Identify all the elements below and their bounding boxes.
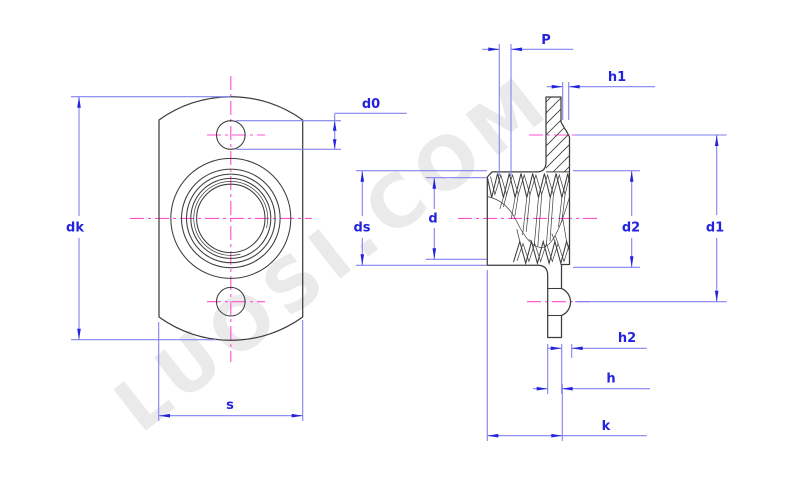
break-line — [487, 196, 570, 248]
thread-flank-lines-bottom — [516, 218, 567, 244]
label-d0: d0 — [362, 97, 380, 112]
label-P: P — [541, 33, 551, 48]
dimension-h: h — [533, 344, 650, 394]
label-dk: dk — [66, 221, 84, 236]
dimension-h2: h2 — [547, 331, 647, 358]
flange-outline — [158, 96, 304, 341]
dimension-k: k — [486, 270, 647, 441]
pilot-hole-bottom — [215, 286, 246, 317]
dimension-d: d — [425, 177, 487, 260]
dimension-h1: h1 — [546, 70, 655, 120]
section-view — [458, 96, 597, 339]
label-s: s — [226, 398, 234, 413]
dimension-d2: d2 — [573, 170, 645, 268]
dimension-dk: dk — [64, 96, 231, 341]
dimension-ds: ds — [350, 170, 487, 266]
front-view — [130, 76, 312, 362]
counterbore-circle — [190, 177, 272, 259]
thread-teeth-bottom-inner — [516, 242, 570, 263]
label-d1: d1 — [706, 221, 724, 236]
label-h1: h1 — [608, 70, 626, 85]
thread-teeth-bottom — [512, 239, 571, 266]
dimension-d0: d0 — [236, 97, 407, 150]
dimension-d1: d1 — [575, 134, 729, 303]
label-d2: d2 — [622, 221, 640, 236]
dimension-s: s — [158, 320, 304, 421]
watermark-text: LUOSI.COM — [99, 58, 566, 448]
thread-minor-circle — [196, 183, 266, 254]
dimension-P: P — [482, 33, 574, 176]
label-ds: ds — [353, 221, 370, 236]
thread-teeth-top — [486, 173, 571, 198]
label-h2: h2 — [618, 331, 636, 346]
thread-major-arc — [193, 181, 269, 256]
label-d: d — [428, 212, 437, 227]
boss-outer-circle — [170, 157, 292, 279]
label-k: k — [602, 419, 611, 434]
boss-step-circle — [180, 168, 281, 269]
section-hatching — [546, 97, 570, 172]
thread-flank-lines-top — [499, 194, 566, 247]
watermark: LUOSI.COM — [99, 58, 566, 448]
chamfer-circle — [185, 173, 276, 264]
label-h: h — [606, 372, 615, 387]
pilot-hole-top — [215, 120, 246, 150]
